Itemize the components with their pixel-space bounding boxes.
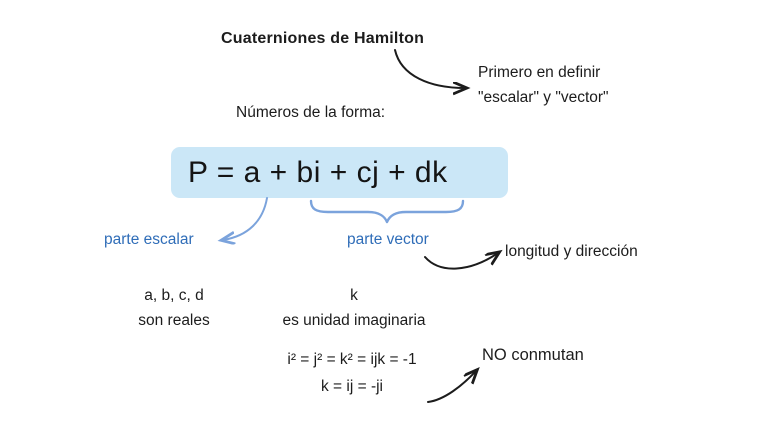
label-parte-escalar: parte escalar (104, 231, 194, 248)
note-k-imaginaria: k es unidad imaginaria (281, 283, 427, 333)
diagram-title: Cuaterniones de Hamilton (221, 30, 425, 47)
label-longitud-direccion: longitud y dirección (505, 243, 638, 260)
arrow-to-longitud-icon (424, 244, 510, 270)
identity-eq1: i² = j² = k² = ijk = -1 (287, 351, 417, 368)
label-parte-vector: parte vector (347, 231, 429, 248)
identity-eq2: k = ij = -ji (320, 378, 383, 395)
note-abcd-reales: a, b, c, d son reales (113, 283, 235, 333)
intro-text: Números de la forma: (236, 104, 386, 121)
note-abcd-line2: son reales (138, 312, 210, 329)
note-abcd-line1: a, b, c, d (144, 287, 204, 304)
note-first-line2: "escalar" y "vector" (478, 89, 609, 106)
note-first-line1: Primero en definir (478, 64, 601, 81)
arrow-title-to-note-icon (394, 49, 477, 96)
quaternion-identities: i² = j² = k² = ijk = -1 k = ij = -ji (267, 346, 437, 400)
label-no-conmutan: NO conmutan (482, 346, 584, 364)
note-k-line2: es unidad imaginaria (282, 312, 426, 329)
curly-brace-icon (309, 199, 465, 224)
formula-highlight: P = a + bi + cj + dk (171, 147, 508, 198)
note-first-to-define: Primero en definir "escalar" y "vector" (478, 60, 609, 110)
quaternion-formula: P = a + bi + cj + dk (188, 155, 448, 189)
note-k-line1: k (350, 287, 358, 304)
arrow-to-no-conmutan-icon (427, 360, 486, 403)
arrow-to-parte-escalar-icon (212, 197, 268, 247)
